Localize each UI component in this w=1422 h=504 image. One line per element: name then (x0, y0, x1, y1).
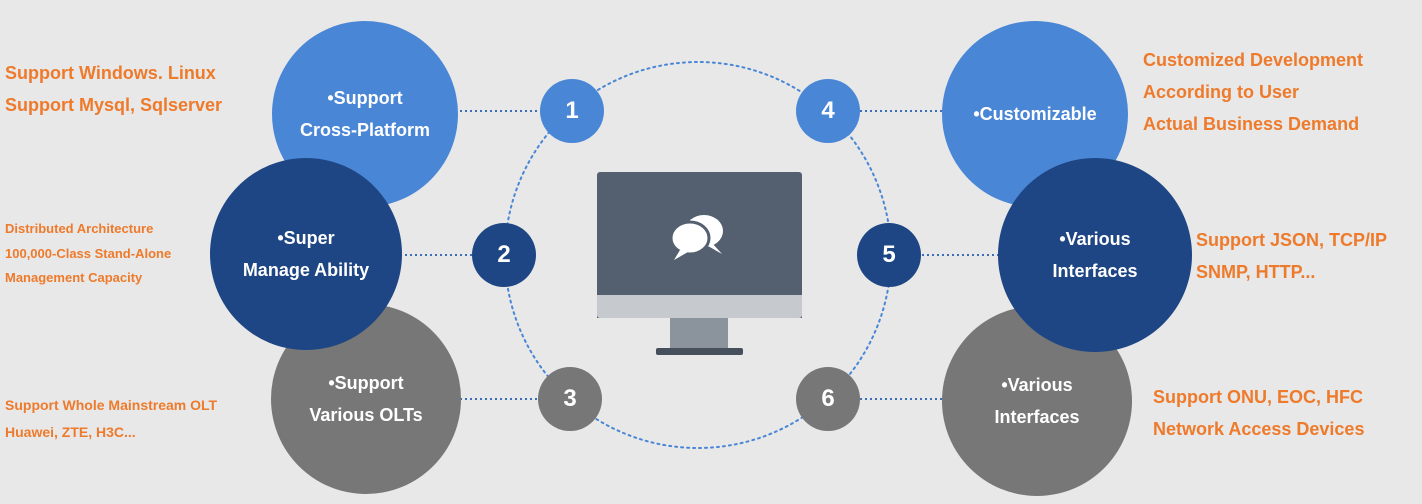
feature-1-note-2: Support Mysql, Sqlserver (5, 95, 223, 115)
feature-5-notes: Support JSON, TCP/IP SNMP, HTTP... (1196, 224, 1387, 288)
number-badge-1: 1 (540, 79, 604, 143)
feature-4-notes: Customized Development According to User… (1143, 44, 1363, 140)
number-badge-5: 5 (857, 223, 921, 287)
feature-5-title-line1: •Various (1059, 229, 1131, 249)
feature-2-bubble: •Super Manage Ability (210, 158, 402, 350)
number-badge-2: 2 (472, 223, 536, 287)
feature-1-note-1: Support Windows. Linux (5, 63, 216, 83)
feature-2-note-1: Distributed Architecture (5, 221, 154, 236)
monitor-stand-neck (670, 318, 728, 348)
feature-4-title-line1: •Customizable (973, 104, 1097, 124)
feature-3-notes: Support Whole Mainstream OLT Huawei, ZTE… (5, 392, 217, 446)
number-badge-3: 3 (538, 367, 602, 431)
monitor-stand-base (656, 348, 743, 355)
number-badge-4: 4 (796, 79, 860, 143)
feature-2-note-2: 100,000-Class Stand-Alone (5, 245, 172, 261)
feature-6-note-1: Support ONU, EOC, HFC (1153, 387, 1363, 407)
number-badge-6: 6 (796, 367, 860, 431)
feature-1-title-line2: Cross-Platform (299, 120, 431, 140)
feature-3-title-line1: •Support (328, 373, 404, 393)
feature-2-title-line2: Manage Ability (242, 260, 370, 280)
feature-2-note-3: Management Capacity (5, 270, 143, 285)
feature-5-note-2: SNMP, HTTP... (1196, 262, 1316, 282)
feature-5-bubble: •Various Interfaces (998, 158, 1192, 352)
feature-3-note-2: Huawei, ZTE, H3C... (5, 424, 136, 440)
chat-bubbles-icon (669, 215, 723, 260)
feature-6-title-line1: •Various (1001, 375, 1073, 395)
feature-3-bubble: •Support Various OLTs (271, 304, 461, 494)
feature-5-note-1: Support JSON, TCP/IP (1196, 230, 1388, 250)
feature-1-notes: Support Windows. Linux Support Mysql, Sq… (5, 57, 222, 121)
feature-3-note-1: Support Whole Mainstream OLT (5, 397, 218, 413)
feature-6-title-line2: Interfaces (994, 407, 1080, 427)
feature-1-title-line1: •Support (327, 88, 403, 108)
monitor-bezel (597, 295, 802, 318)
feature-5-title-line2: Interfaces (1052, 261, 1138, 281)
feature-6-notes: Support ONU, EOC, HFC Network Access Dev… (1153, 381, 1364, 445)
feature-2-title-line1: •Super (277, 228, 335, 248)
feature-2-notes: Distributed Architecture 100,000-Class S… (5, 217, 171, 291)
feature-3-title-line2: Various OLTs (309, 405, 423, 425)
feature-4-note-2: According to User (1143, 82, 1300, 102)
feature-6-note-2: Network Access Devices (1153, 419, 1365, 439)
feature-4-note-1: Customized Development (1143, 50, 1364, 70)
feature-4-note-3: Actual Business Demand (1143, 114, 1360, 134)
